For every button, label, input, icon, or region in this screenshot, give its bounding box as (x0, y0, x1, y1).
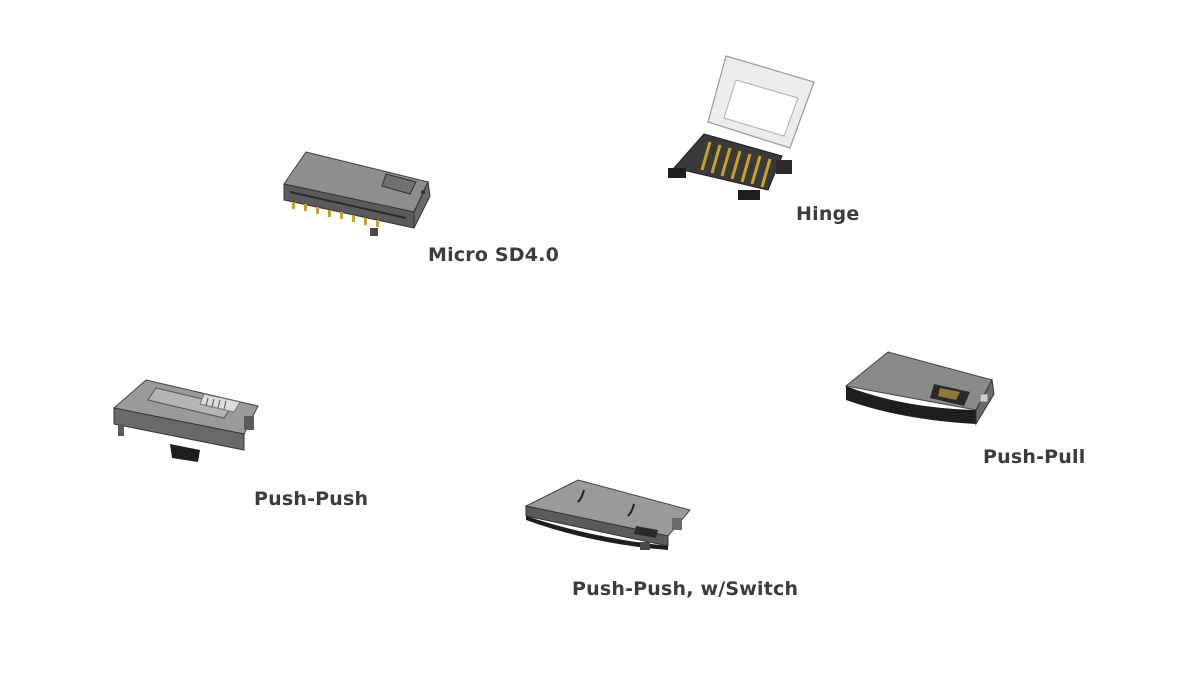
hinge-label: Hinge (796, 203, 860, 225)
push-push-connector-image (108, 376, 268, 471)
push-push-switch-connector-image (522, 476, 697, 556)
push-pull-connector-image (842, 348, 1002, 433)
push-pull-label: Push-Pull (983, 446, 1086, 468)
micro-sd4-connector-image (278, 148, 443, 243)
push-push-label: Push-Push (254, 488, 369, 510)
hinge-connector-image (664, 52, 824, 207)
push-push-switch-label: Push-Push, w/Switch (572, 578, 799, 600)
micro-sd4-label: Micro SD4.0 (428, 244, 560, 266)
